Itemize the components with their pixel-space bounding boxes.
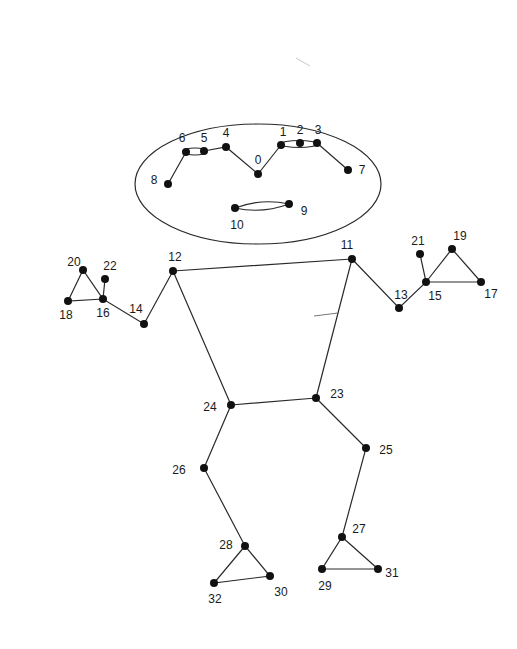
callout-number: 23 xyxy=(329,388,344,401)
callout-number: 7 xyxy=(358,164,367,177)
callout-number: 5 xyxy=(200,132,209,145)
callout-number: 24 xyxy=(202,401,217,414)
callout-number: 18 xyxy=(58,309,73,322)
callout-number: 19 xyxy=(452,230,467,243)
left-arm-lines xyxy=(352,249,481,308)
callout-number: 0 xyxy=(254,154,263,167)
callout-number: 20 xyxy=(66,256,81,269)
callout-number: 10 xyxy=(229,219,244,232)
callout-number: 32 xyxy=(207,593,222,606)
callout-number: 12 xyxy=(167,251,182,264)
mouth-outline xyxy=(235,202,289,211)
callout-number: 17 xyxy=(483,288,498,301)
callout-number: 30 xyxy=(273,586,288,599)
head-outline xyxy=(135,124,381,244)
callout-number: 22 xyxy=(102,260,117,273)
face-lines xyxy=(168,143,348,184)
callout-number: 6 xyxy=(178,132,187,145)
callout-number: 28 xyxy=(218,539,233,552)
left-leg-lines xyxy=(316,398,378,569)
skeleton-lines xyxy=(68,58,481,583)
callout-number: 16 xyxy=(95,307,110,320)
callout-number: 2 xyxy=(296,124,305,137)
callout-number: 3 xyxy=(314,124,323,137)
callout-number: 25 xyxy=(378,444,393,457)
callout-number: 4 xyxy=(222,127,231,140)
torso-lines xyxy=(173,259,352,405)
callout-number: 31 xyxy=(384,567,399,580)
callout-number: 8 xyxy=(150,174,159,187)
callout-number: 26 xyxy=(171,464,186,477)
landmark-dots xyxy=(64,139,485,587)
callout-number: 21 xyxy=(410,235,425,248)
callout-number: 15 xyxy=(427,290,442,303)
callout-number: 13 xyxy=(393,289,408,302)
eye-outline xyxy=(183,148,207,155)
stray-mark xyxy=(314,313,338,316)
callout-number: 9 xyxy=(300,205,309,218)
callout-number: 29 xyxy=(317,580,332,593)
callout-number: 1 xyxy=(279,126,288,139)
stray-mark xyxy=(296,58,310,66)
right-arm-lines xyxy=(68,270,173,324)
callout-number: 11 xyxy=(340,239,354,252)
callout-number: 14 xyxy=(128,303,143,316)
callout-number: 27 xyxy=(351,523,366,536)
right-leg-lines xyxy=(204,405,270,583)
